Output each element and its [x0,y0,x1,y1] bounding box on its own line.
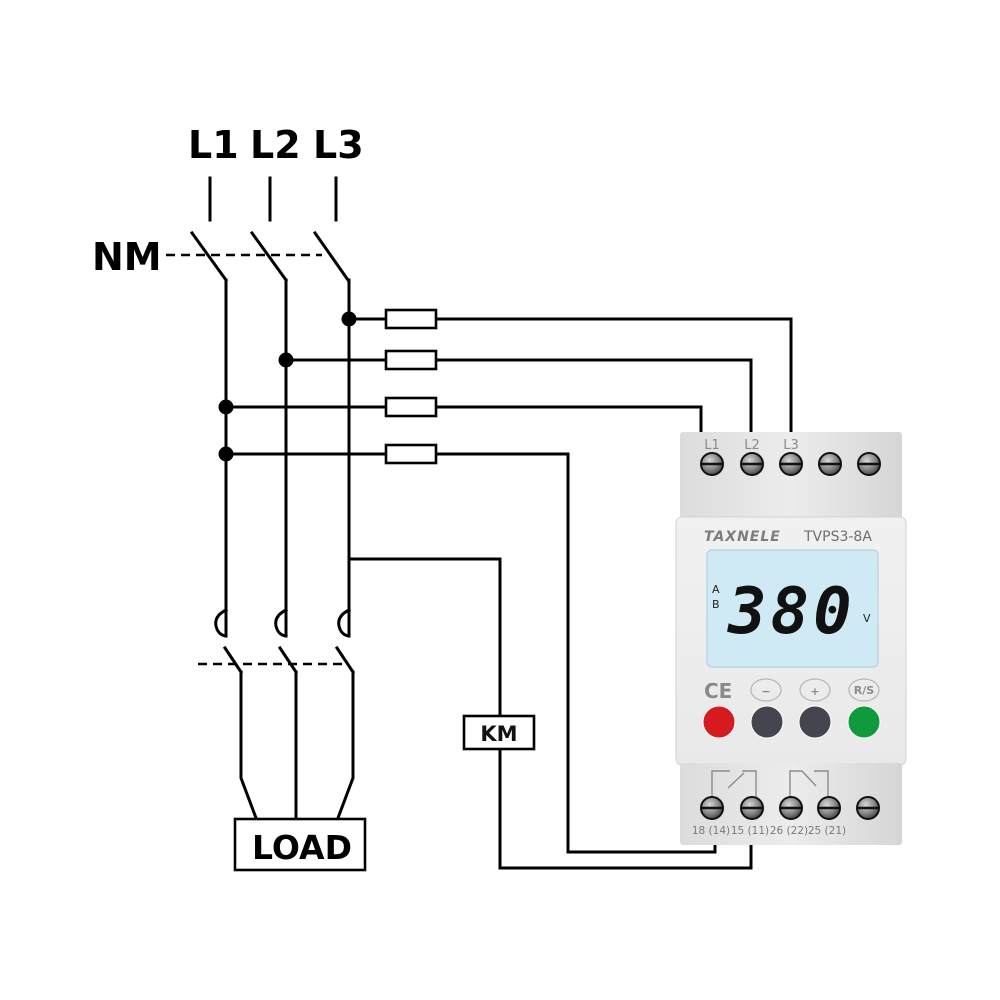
red-indicator-button[interactable] [702,705,736,739]
control-wire-to-relay [224,452,717,854]
plus-button[interactable] [798,705,832,739]
rs-label: R/S [854,684,874,697]
relay-terminal-screw-4[interactable] [817,796,841,820]
model-number: TVPS3-8A [803,529,872,545]
relay-terminal-label-3: 26 (22) [770,825,808,837]
input-terminal-label-l1: L1 [704,438,720,453]
relay-contact-symbols [711,770,829,798]
terminal-screw-l3[interactable] [779,452,803,476]
phase-label-l3: L3 [313,123,364,167]
terminal-screw-5[interactable] [857,452,881,476]
lcd-voltage-value: 380 [727,575,856,649]
terminal-screw-l1[interactable] [700,452,724,476]
lcd-indicator-b: B [712,598,720,611]
input-terminal-label-l2: L2 [744,438,760,453]
switch-blade-l3 [312,230,351,283]
plus-label: + [810,685,819,698]
no-contact-blade [801,770,817,787]
minus-symbol: − [750,678,782,702]
junction-dot [218,446,234,462]
rs-symbol: R/S [848,678,880,702]
voltage-monitor-relay: L1 L2 L3 TAXNELE TVPS3-8A A B 380 V CE − [675,432,907,845]
relay-terminal-screw-2[interactable] [740,796,764,820]
contactor-coil-circuit [347,557,753,870]
reset-set-button[interactable] [847,705,881,739]
coil-supply-wire [347,557,502,718]
contact-blade-l2 [277,645,299,675]
junction-dot [218,399,234,415]
relay-terminal-label-1: 18 (14) [692,825,730,837]
junction-dot [341,311,357,327]
input-terminals [700,452,881,476]
feed-wire-l2 [284,358,753,434]
device-buttons [702,705,881,739]
main-switch[interactable] [166,230,351,283]
lcd-display: A B 380 V [706,549,879,668]
load-wires [239,670,355,820]
fuses [384,308,438,465]
fuse-4 [384,443,438,465]
feed-wire-l3 [347,317,793,434]
relay-terminals [700,796,880,820]
contactor-coil-box [462,714,536,751]
fuse-3 [384,396,438,418]
contactor-label: KM [480,722,517,746]
junction-dots [218,311,357,462]
coil-return-wire [498,747,753,870]
relay-terminal-screw-1[interactable] [700,796,724,820]
load-wire-l1 [239,670,258,820]
contactor-km[interactable]: KM [462,714,536,751]
load-label: LOAD [252,828,352,867]
switch-blade-l1 [189,230,229,283]
lcd-screen [706,549,879,668]
lcd-indicator-a: A [712,583,720,596]
phase-label-l1: L1 [188,123,239,167]
phase-label-l2: L2 [250,123,301,167]
minus-button[interactable] [750,705,784,739]
relay-terminal-screw-5[interactable] [856,796,880,820]
contactor-main-contacts [198,607,356,675]
minus-label: − [761,685,770,698]
no-contact-left [789,770,802,798]
load-wire-l3 [336,670,355,820]
junction-dot [278,352,294,368]
terminal-screw-4[interactable] [818,452,842,476]
input-terminal-label-l3: L3 [783,438,799,453]
relay-terminal-label-2: 15 (11) [731,825,769,837]
feed-wire-l1 [224,405,703,434]
plus-symbol: + [799,678,831,702]
no-contact-right [814,770,829,798]
ce-mark: CE [704,679,732,703]
incoming-lines [208,176,338,222]
contact-hook-l3 [337,607,352,638]
brand-logo: TAXNELE [704,529,781,545]
switch-blade-l2 [249,230,289,283]
relay-terminal-screw-3[interactable] [779,796,803,820]
contact-hook-l2 [274,607,289,638]
lcd-unit: V [863,612,871,625]
contact-hook-l1 [214,607,229,638]
nc-contact-left [711,770,730,798]
relay-terminal-label-4: 25 (21) [808,825,846,837]
load-box [233,817,367,872]
fuse-2 [384,349,438,371]
contact-blade-l1 [222,645,244,675]
main-switch-label: NM [92,235,162,279]
fuse-1 [384,308,438,330]
nc-contact-blade [727,772,745,789]
bus-conductors [224,278,351,638]
nc-contact-right [742,770,757,798]
load: LOAD [233,817,367,872]
contact-blade-l3 [334,645,356,675]
terminal-screw-l2[interactable] [740,452,764,476]
